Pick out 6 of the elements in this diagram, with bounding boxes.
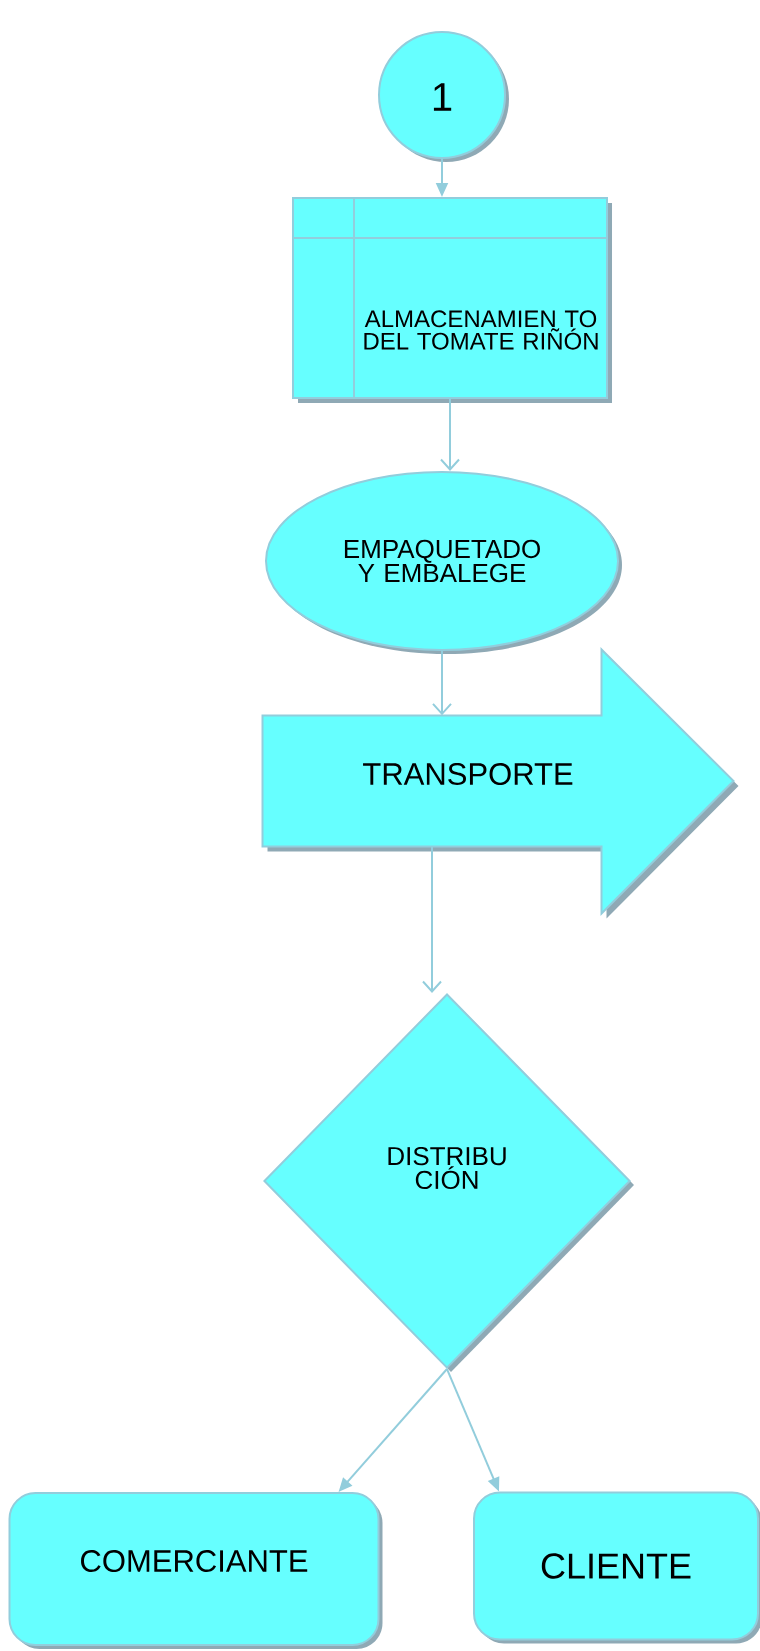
storage-box: ALMACENAMIEN TO DEL TOMATE RIÑÓN [292, 197, 612, 403]
rounded-box: CLIENTE [473, 1491, 760, 1644]
arrow [440, 398, 460, 471]
rounded-box: COMERCIANTE [8, 1492, 383, 1649]
arrow [432, 650, 452, 716]
arrow [422, 845, 442, 993]
